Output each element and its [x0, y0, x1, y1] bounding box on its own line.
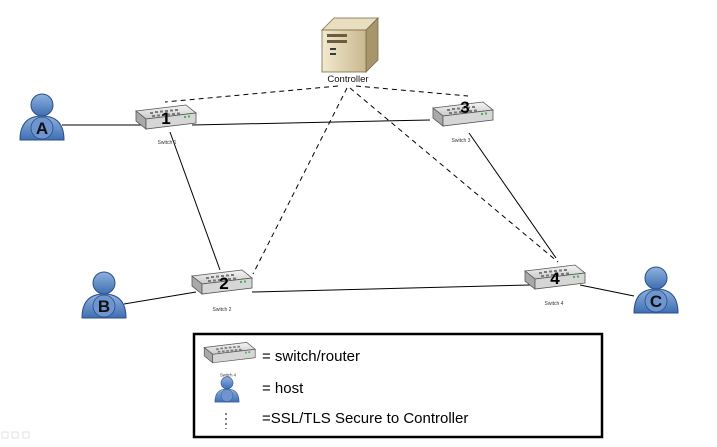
switch-2-caption: Switch 2 [213, 307, 232, 313]
switch-1[interactable]: 1 Switch 1 [135, 104, 197, 146]
host-b-letter: B [98, 297, 110, 316]
legend-switch-caption: Switch 4 [220, 372, 237, 377]
controller-node[interactable]: Controller [321, 17, 379, 85]
legend-switch-icon: Switch 4 [203, 341, 256, 377]
controller-label: Controller [327, 74, 368, 85]
link-1-2 [169, 131, 221, 271]
host-a[interactable]: A [19, 93, 65, 141]
host-a-letter: A [36, 119, 48, 138]
link-1-3 [191, 119, 431, 126]
switch-1-caption: Switch 1 [158, 140, 177, 146]
link-4-c [579, 284, 635, 297]
switch-1-number: 1 [161, 109, 170, 128]
host-c[interactable]: C [633, 266, 679, 314]
secure-link-controller-4 [349, 87, 559, 263]
switch-3-caption: Switch 3 [452, 138, 471, 144]
switch-3[interactable]: 3 Switch 3 [432, 98, 494, 144]
secure-link-controller-2 [252, 87, 348, 275]
link-2-4 [251, 284, 531, 293]
legend-switch-text: = switch/router [262, 348, 360, 365]
switch-2[interactable]: 2 Switch 2 [191, 269, 253, 313]
server-icon [321, 17, 379, 73]
secure-links [164, 85, 559, 275]
switch-4[interactable]: 4 Switch 4 [524, 264, 586, 307]
faint-toolbar-icons [1, 431, 30, 439]
legend-host-text: = host [262, 380, 304, 397]
switch-4-caption: Switch 4 [545, 301, 564, 307]
switch-2-number: 2 [219, 274, 228, 293]
switch-4-number: 4 [550, 269, 560, 288]
secure-link-controller-3 [355, 85, 469, 97]
host-b[interactable]: B [81, 271, 127, 319]
host-c-letter: C [650, 292, 662, 311]
switch-3-number: 3 [460, 98, 469, 117]
legend-box [192, 332, 604, 439]
legend-secure-text: =SSL/TLS Secure to Controller [262, 410, 468, 427]
link-b-2 [123, 291, 197, 305]
legend: Switch 4 = switch/router = host =SSL/TLS… [192, 332, 604, 439]
secure-link-controller-1 [164, 85, 339, 103]
links [62, 119, 635, 305]
link-3-4 [468, 132, 557, 259]
